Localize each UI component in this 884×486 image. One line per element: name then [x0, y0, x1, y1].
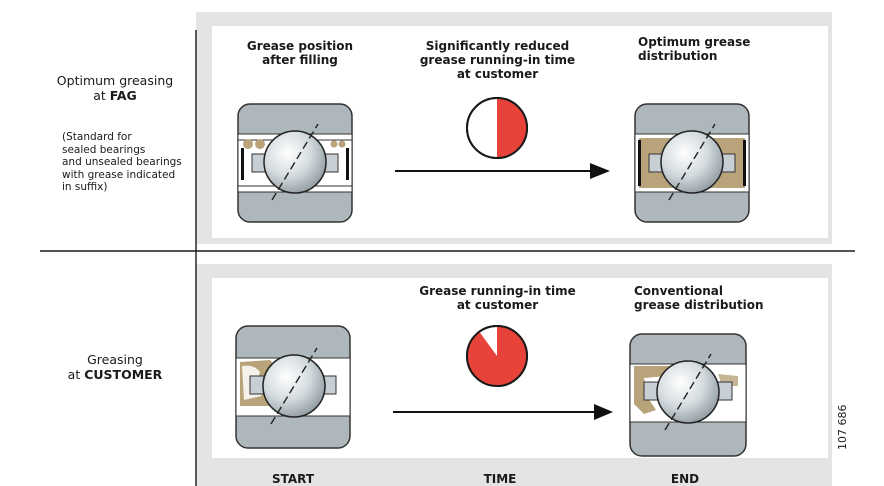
- clock-running-in-time: [466, 325, 528, 387]
- arrow-bottom: [393, 404, 613, 420]
- clock-running-in-time-wedge: [467, 326, 528, 386]
- row-fag-note: (Standard for sealed bearings and unseal…: [62, 131, 182, 193]
- bearing-start-bottom: [235, 325, 351, 449]
- footer-time: TIME: [483, 472, 517, 486]
- caption-time-fag: Significantly reduced grease running-in …: [419, 39, 576, 81]
- caption-end-fag: Optimum grease distribution: [638, 35, 751, 63]
- row-customer-label-strong: CUSTOMER: [84, 367, 163, 382]
- arrow-top: [395, 163, 610, 179]
- bearing-end-top: [634, 103, 750, 223]
- footer-end: END: [670, 472, 700, 486]
- row-fag-label-prefix: Optimum greasing at: [56, 73, 174, 103]
- clock-reduced-time-wedge: [497, 98, 527, 158]
- row-customer-label: Greasing at CUSTOMER: [40, 352, 190, 382]
- row-fag-label-strong: FAG: [109, 88, 137, 103]
- figure-code: 107 686: [836, 404, 849, 451]
- footer-start: START: [271, 472, 315, 486]
- clock-reduced-time: [466, 97, 528, 159]
- bearing-start-top: [237, 103, 353, 223]
- caption-time-customer: Grease running-in time at customer: [419, 284, 576, 312]
- row-fag-label: Optimum greasing at FAG: [40, 73, 190, 103]
- bearing-end-bottom: [629, 333, 747, 457]
- caption-end-customer: Conventional grease distribution: [634, 284, 764, 312]
- caption-start-fag: Grease position after filling: [246, 39, 354, 67]
- row-customer-label-prefix: Greasing at: [67, 352, 143, 382]
